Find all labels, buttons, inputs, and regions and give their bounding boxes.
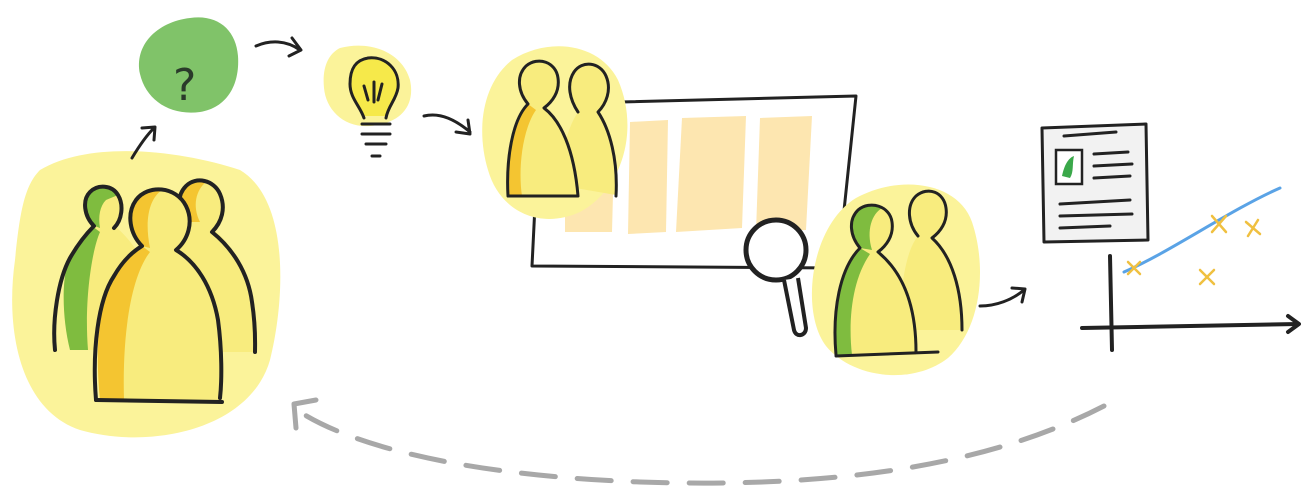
return-arrow-icon (294, 400, 1104, 483)
magnifier-handle (784, 278, 806, 335)
question-mark: ? (173, 60, 196, 111)
board-panel-4 (756, 116, 812, 232)
arrow-question-to-idea (256, 38, 301, 56)
board-panel-3 (676, 116, 746, 232)
arrow-duo-to-results (980, 288, 1025, 306)
pair-icon (482, 46, 627, 219)
return-arrow-curve (300, 406, 1104, 483)
plot-y-axis (1110, 256, 1112, 350)
magnifier-icon (746, 220, 806, 335)
plot-x-axis (1082, 316, 1299, 332)
question-icon: ? (139, 17, 238, 112)
board-panel-2 (628, 120, 668, 234)
arrow-idea-to-pair (424, 115, 470, 134)
team-icon (12, 151, 280, 437)
duo-icon (812, 185, 980, 376)
lightbulb-icon (324, 46, 412, 156)
magnifier-lens (746, 220, 806, 280)
document-icon (1042, 124, 1148, 242)
